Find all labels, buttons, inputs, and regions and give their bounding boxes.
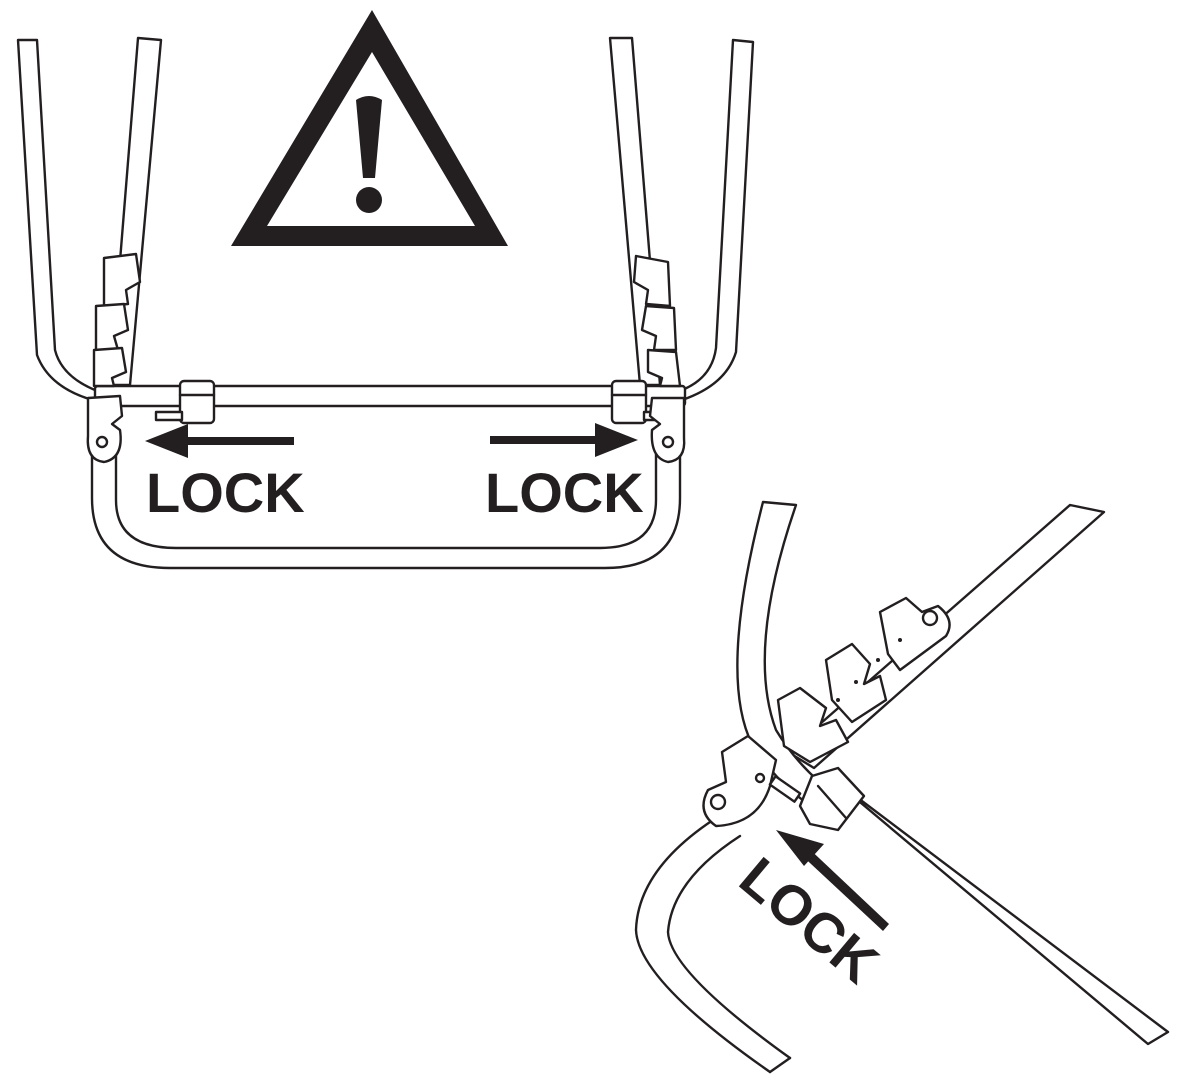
left-lock-block	[154, 379, 216, 425]
lock-label-right: LOCK	[485, 461, 644, 524]
detail-lock-block	[768, 766, 866, 832]
warning-triangle-icon	[231, 10, 508, 246]
arrow-right-icon	[490, 423, 638, 457]
rack-frame-front-view	[16, 36, 755, 570]
arrow-left-icon	[145, 424, 294, 458]
detail-comb-clamp	[776, 596, 951, 764]
left-hinge-mount	[86, 394, 124, 464]
lock-label-left: LOCK	[146, 461, 305, 524]
lock-label-detail: LOCK	[728, 845, 890, 995]
detail-hinge-mount	[702, 734, 778, 828]
left-comb-clamp	[92, 252, 142, 388]
right-hinge-mount	[648, 396, 686, 464]
rack-detail-view	[634, 500, 1170, 1074]
right-comb-clamp	[632, 254, 682, 388]
arrow-up-left-icon	[776, 830, 889, 931]
